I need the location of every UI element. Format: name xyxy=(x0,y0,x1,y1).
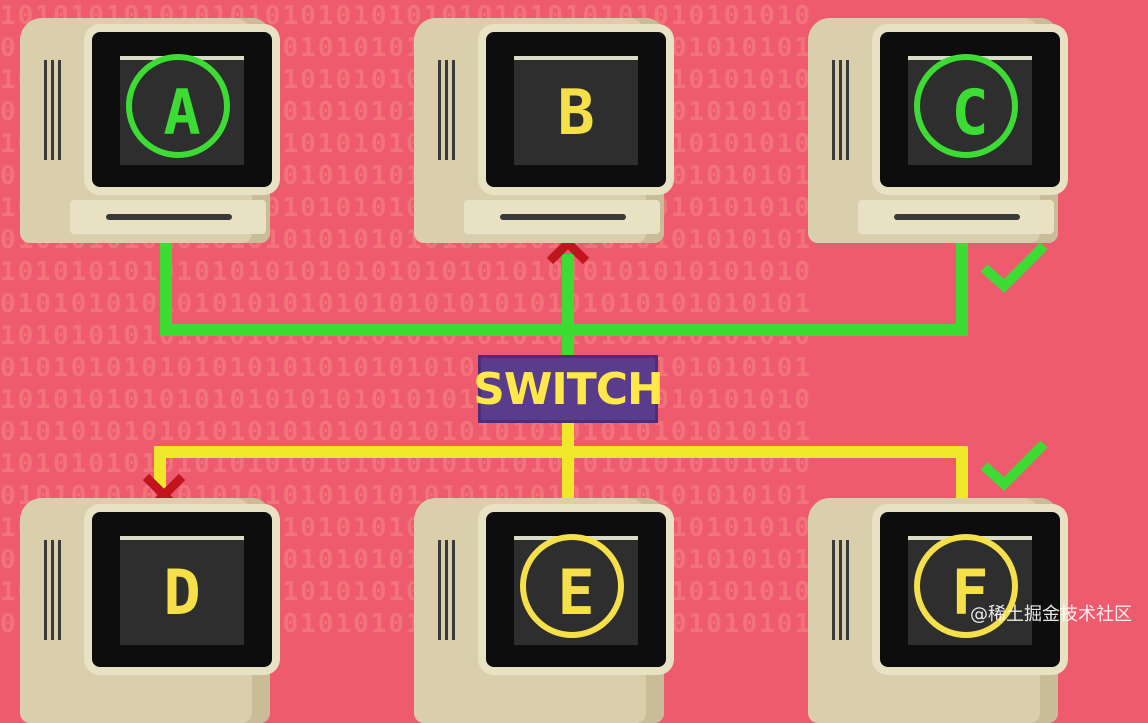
vent-grille xyxy=(44,60,64,160)
highlight-ring xyxy=(126,54,230,158)
computer-c: C xyxy=(808,18,1060,243)
highlight-ring xyxy=(520,534,624,638)
disk-drive xyxy=(464,200,660,234)
check-mark-c xyxy=(980,242,1048,293)
highlight-ring xyxy=(914,534,1018,638)
computer-b: B xyxy=(414,18,666,243)
check-mark-f xyxy=(980,440,1048,491)
highlight-ring xyxy=(914,54,1018,158)
vent-grille xyxy=(832,60,852,160)
monitor-bezel: E xyxy=(486,512,666,667)
vent-grille xyxy=(438,60,458,160)
vent-grille xyxy=(438,540,458,640)
monitor-bezel: B xyxy=(486,32,666,187)
disk-drive xyxy=(858,200,1054,234)
vent-grille xyxy=(44,540,64,640)
monitor-screen: F xyxy=(908,534,1032,645)
monitor-bezel: C xyxy=(880,32,1060,187)
switch-box: SWITCH xyxy=(473,355,664,423)
vent-grille xyxy=(832,540,852,640)
monitor-bezel: F xyxy=(880,512,1060,667)
monitor-screen: E xyxy=(514,534,638,645)
computer-label: B xyxy=(557,75,595,149)
computer-a: A xyxy=(20,18,272,243)
monitor-bezel: A xyxy=(92,32,272,187)
watermark: @稀土掘金技术社区 xyxy=(970,604,1132,625)
monitor-screen: A xyxy=(120,54,244,165)
bottom-bus-wire xyxy=(154,446,968,500)
drive-slot xyxy=(500,214,626,220)
monitor-screen: B xyxy=(514,56,638,165)
monitor-screen: C xyxy=(908,54,1032,165)
drive-slot xyxy=(894,214,1020,220)
monitor-screen: D xyxy=(120,536,244,645)
drive-slot xyxy=(106,214,232,220)
computer-d: D xyxy=(20,498,272,723)
monitor-bezel: D xyxy=(92,512,272,667)
disk-drive xyxy=(70,200,266,234)
switch-label: SWITCH xyxy=(473,363,664,415)
computer-label: D xyxy=(163,555,201,629)
computer-e: E xyxy=(414,498,666,723)
